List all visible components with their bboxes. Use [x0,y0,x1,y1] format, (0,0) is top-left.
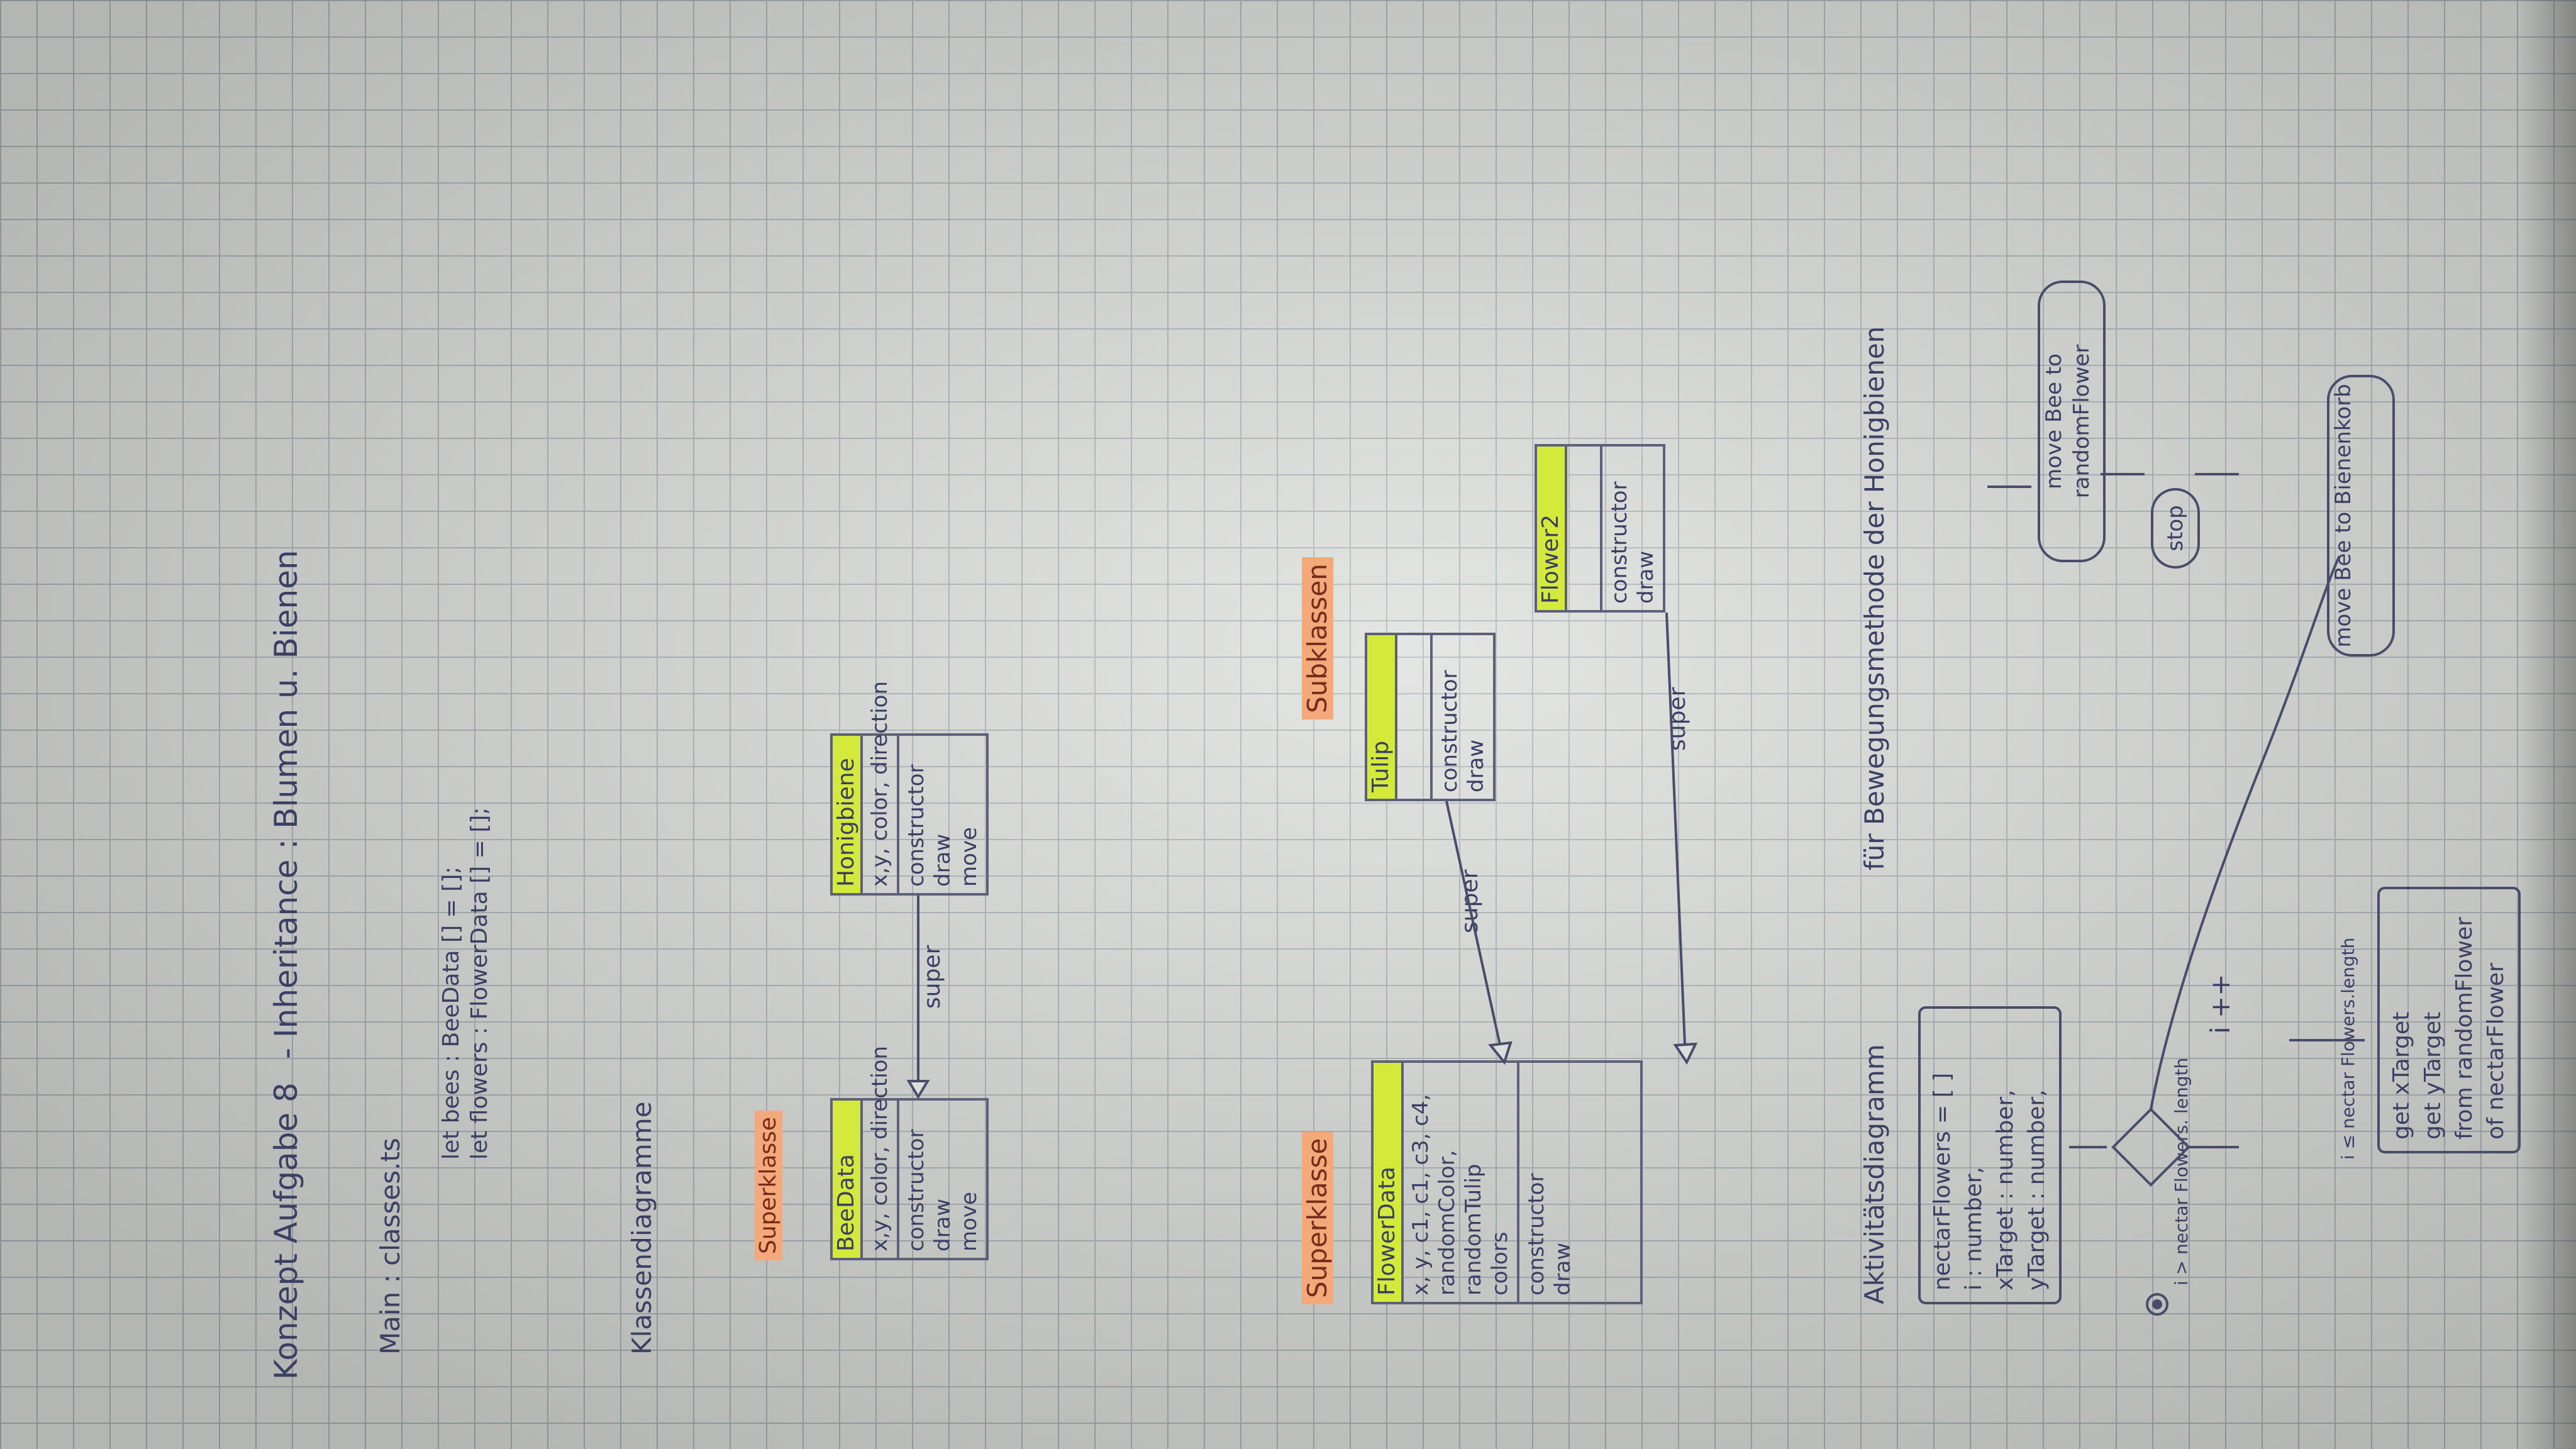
tulip-inheritance-line [1445,801,1504,1060]
flower2-inheritance-head [1673,1042,1698,1065]
flower2-inheritance-line [1665,612,1687,1060]
bee-inheritance-head [906,1080,930,1099]
decision-diamond [2111,1108,2190,1187]
start-node-dot [2152,1299,2162,1309]
tulip-inheritance-head [1488,1041,1513,1065]
page-edge [2519,0,2576,1449]
flow-loop-back [2150,555,2341,1110]
start-node [2146,1293,2168,1316]
